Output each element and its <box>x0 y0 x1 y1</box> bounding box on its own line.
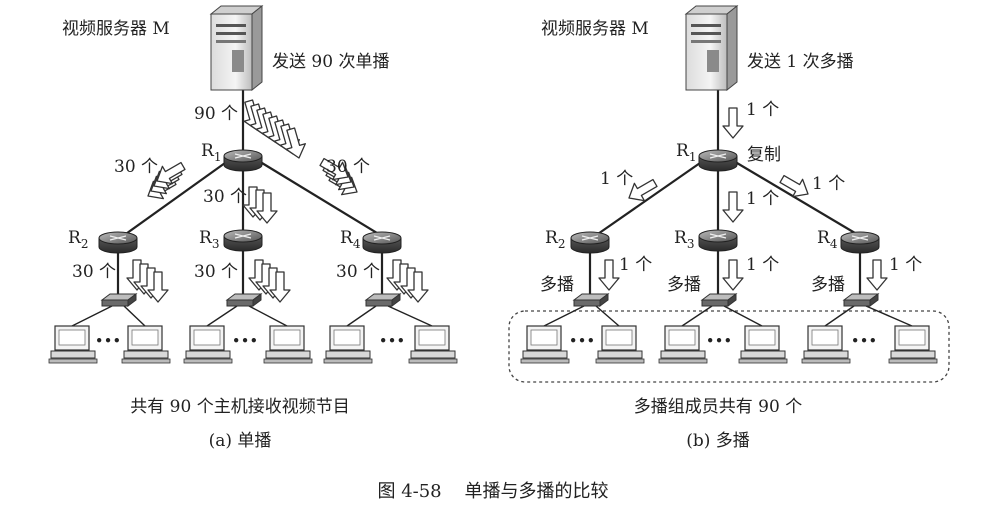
unicast-r4-router-icon <box>362 231 402 254</box>
unicast-r1-router-icon <box>223 149 263 172</box>
multicast-lan-2-ellipsis: ••• <box>706 332 733 350</box>
figure-caption: 图 4-58 单播与多播的比较 <box>377 481 608 502</box>
unicast-arrows-to-r3 <box>242 186 278 224</box>
multicast-lan-2-switch-icon <box>700 293 738 307</box>
multicast-label-1: 多播 <box>540 275 574 295</box>
link-r1-r2 <box>594 162 701 237</box>
multicast-label-2: 多播 <box>667 275 701 295</box>
router-r2-label: R2 <box>68 228 88 251</box>
multicast-subcaption: (b) 多播 <box>686 431 750 451</box>
unicast-lan-1-pc-right-icon <box>121 325 171 364</box>
router-r3-label: R3 <box>674 228 694 251</box>
unicast-lan-1-pc-left-icon <box>48 325 98 364</box>
count-label-r4-switch: 1 个 <box>889 255 922 275</box>
link-r1-r4 <box>736 162 861 237</box>
multicast-arrow-r3-switch <box>722 259 744 291</box>
link-r1-r4 <box>261 162 383 237</box>
unicast-lan-3-pc-left-icon <box>323 325 373 364</box>
count-label-to-r3: 1 个 <box>746 189 779 209</box>
link-r1-r2 <box>122 162 226 237</box>
unicast-lan-2-switch-icon <box>225 293 263 307</box>
router-r3-label: R3 <box>199 228 219 251</box>
router-r1-label: R1 <box>676 141 696 164</box>
panel-multicast: 视频服务器 M 发送 1 次多播 1 个 复制 1 个 1 个 1 个 1 个 … <box>508 4 950 451</box>
unicast-lan-3-ellipsis: ••• <box>379 332 406 350</box>
unicast-r2-router-icon <box>98 231 138 254</box>
count-label-to-r4: 1 个 <box>812 174 845 194</box>
count-label-r2-switch: 30 个 <box>72 262 116 282</box>
unicast-caption: 共有 90 个主机接收视频节目 <box>130 397 349 417</box>
unicast-lan-2-pc-right-icon <box>263 325 313 364</box>
multicast-arrow-r2-switch <box>598 259 620 291</box>
multicast-lan-1-pc-left-icon <box>520 325 570 364</box>
panel-unicast: 视频服务器 M 发送 90 次单播 90 个 <box>62 4 429 451</box>
count-label-to-r2: 30 个 <box>114 157 158 177</box>
send-label: 发送 90 次单播 <box>272 52 389 72</box>
router-r2-label: R2 <box>545 228 565 251</box>
multicast-lan-1-switch-icon <box>572 293 610 307</box>
unicast-lan-2-ellipsis: ••• <box>232 332 259 350</box>
multicast-label-3: 多播 <box>811 275 845 295</box>
count-label-r2-switch: 1 个 <box>619 255 652 275</box>
multicast-r4-router-icon <box>840 231 880 254</box>
count-label-r1: 1 个 <box>746 100 779 120</box>
multicast-r2-router-icon <box>570 231 610 254</box>
unicast-lan-3-switch-icon <box>364 293 402 307</box>
multicast-arrow-to-r3 <box>722 191 744 223</box>
count-label-r1: 90 个 <box>194 104 238 124</box>
server-label: 视频服务器 M <box>62 19 170 39</box>
multicast-lan-2-pc-left-icon <box>658 325 708 364</box>
multicast-lan-2-pc-right-icon <box>738 325 788 364</box>
count-label-to-r2: 1 个 <box>600 169 633 189</box>
multicast-lan-3-pc-right-icon <box>888 325 938 364</box>
router-r4-label: R4 <box>817 228 838 251</box>
unicast-lan-1-ellipsis: ••• <box>95 332 122 350</box>
router-r1-label: R1 <box>201 141 221 164</box>
network-devices: ••• ••• ••• ••• ••• ••• <box>48 149 938 364</box>
multicast-arrow-to-r1 <box>722 107 744 139</box>
unicast-r3-router-icon <box>223 229 263 252</box>
multicast-caption: 多播组成员共有 90 个 <box>634 397 802 417</box>
count-label-r4-switch: 30 个 <box>336 262 380 282</box>
router-r4-label: R4 <box>340 228 361 251</box>
unicast-lan-3-pc-right-icon <box>408 325 458 364</box>
send-label: 发送 1 次多播 <box>747 52 854 72</box>
count-label-to-r4: 30 个 <box>326 157 370 177</box>
unicast-lan-1-switch-icon <box>100 293 138 307</box>
count-label-to-r3: 30 个 <box>203 187 247 207</box>
count-label-r3-switch: 1 个 <box>746 255 779 275</box>
multicast-lan-1-ellipsis: ••• <box>569 332 596 350</box>
multicast-links <box>588 90 862 300</box>
video-server-icon <box>684 4 739 92</box>
count-label-r3-switch: 30 个 <box>194 262 238 282</box>
unicast-links <box>116 90 384 300</box>
multicast-group-boundary <box>508 310 950 383</box>
video-server-icon <box>209 4 264 92</box>
multicast-lan-3-switch-icon <box>842 293 880 307</box>
multicast-lan-1-pc-right-icon <box>595 325 645 364</box>
multicast-lan-3-pc-left-icon <box>801 325 851 364</box>
copy-label: 复制 <box>747 145 781 165</box>
unicast-lan-2-pc-left-icon <box>183 325 233 364</box>
multicast-arrow-r4-switch <box>866 259 888 291</box>
server-label: 视频服务器 M <box>541 19 649 39</box>
unicast-subcaption: (a) 单播 <box>209 431 272 451</box>
multicast-r3-router-icon <box>698 229 738 252</box>
multicast-lan-3-ellipsis: ••• <box>851 332 878 350</box>
multicast-r1-router-icon <box>698 149 738 172</box>
